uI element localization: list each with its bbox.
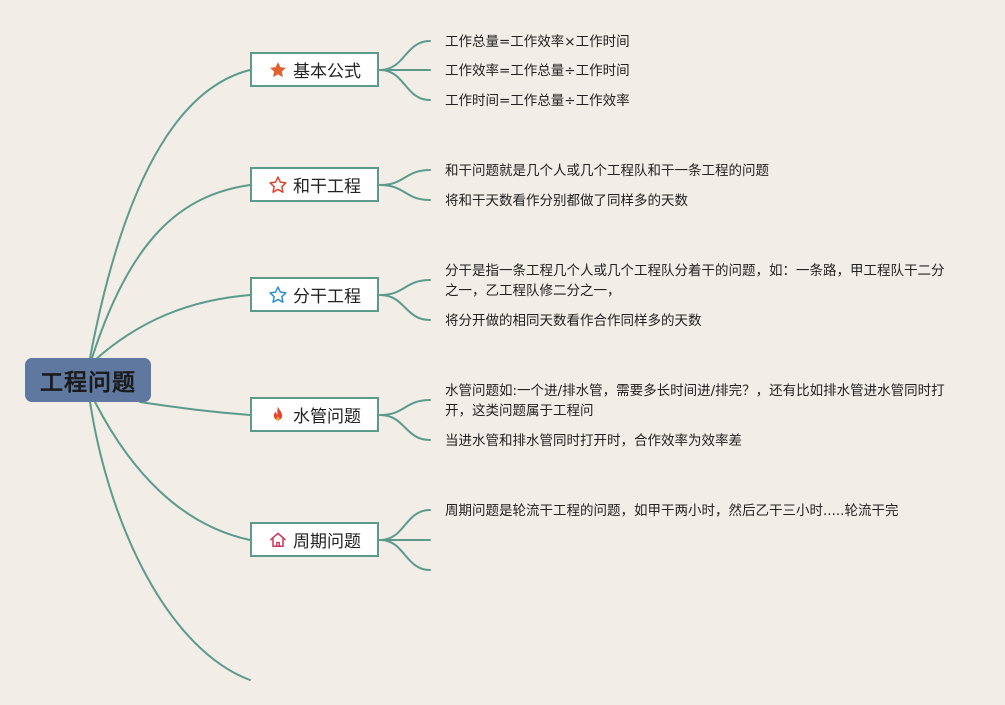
connector-root-branch-5 [94,401,251,541]
connector-root-branch-4 [139,401,251,416]
connector-b2-leaf-1 [379,169,431,186]
leaf-b4-1[interactable]: 水管问题如:一个进/排水管，需要多长时间进/排完？，还有比如排水管进水管同时打开… [445,383,945,419]
connector-b5-leaf-1 [379,509,431,541]
connector-root-extra [89,401,251,681]
root-title: 工程问题 [40,370,136,396]
leaf-b1-2[interactable]: 工作效率=工作总量÷工作时间 [445,63,630,79]
branch-label: 和干工程 [293,177,361,197]
branch-label: 基本公式 [293,62,361,82]
connector-root-branch-3 [94,294,251,361]
connector-b3-leaf-2 [379,294,431,321]
flame-icon [268,405,288,425]
leaf-b1-1[interactable]: 工作总量=工作效率×工作时间 [445,34,630,50]
branch-label: 周期问题 [293,532,361,552]
leaf-b4-2[interactable]: 当进水管和排水管同时打开时，合作效率为效率差 [445,433,742,449]
connector-b3-leaf-1 [379,279,431,296]
leaf-b5-1[interactable]: 周期问题是轮流干工程的问题，如甲干两小时，然后乙干三小时.....轮流干完 [445,503,899,519]
star-outline-red-icon [268,175,288,195]
branch-joint-work[interactable]: 和干工程 [250,167,379,202]
branch-label: 水管问题 [293,407,361,427]
leaf-b2-2[interactable]: 将和干天数看作分别都做了同样多的天数 [445,193,688,209]
leaf-b3-2[interactable]: 将分开做的相同天数看作合作同样多的天数 [445,313,702,329]
connector-root-branch-2 [91,184,251,359]
branch-split-work[interactable]: 分干工程 [250,277,379,312]
connector-b4-leaf-2 [379,414,431,441]
branch-cycle[interactable]: 周期问题 [250,522,379,557]
connector-b1-leaf-3 [379,69,431,101]
connector-b5-leaf-3 [379,539,431,571]
branch-basic-formula[interactable]: 基本公式 [250,52,379,87]
leaf-b1-3[interactable]: 工作时间=工作总量÷工作效率 [445,93,630,109]
connector-root-branch-1 [89,69,251,359]
star-outline-blue-icon [268,285,288,305]
house-icon [268,530,288,550]
leaf-b3-1[interactable]: 分干是指一条工程几个人或几个工程队分着干的问题，如：一条路，甲工程队干二分之一，… [445,263,945,299]
connector-b2-leaf-2 [379,184,431,201]
leaf-b2-1[interactable]: 和干问题就是几个人或几个工程队和干一条工程的问题 [445,163,769,179]
branch-label: 分干工程 [293,287,361,307]
branch-water-pipe[interactable]: 水管问题 [250,397,379,432]
connector-b4-leaf-1 [379,399,431,416]
star-filled-icon [268,60,288,80]
connector-b1-leaf-1 [379,40,431,71]
root-topic[interactable]: 工程问题 [25,358,151,402]
